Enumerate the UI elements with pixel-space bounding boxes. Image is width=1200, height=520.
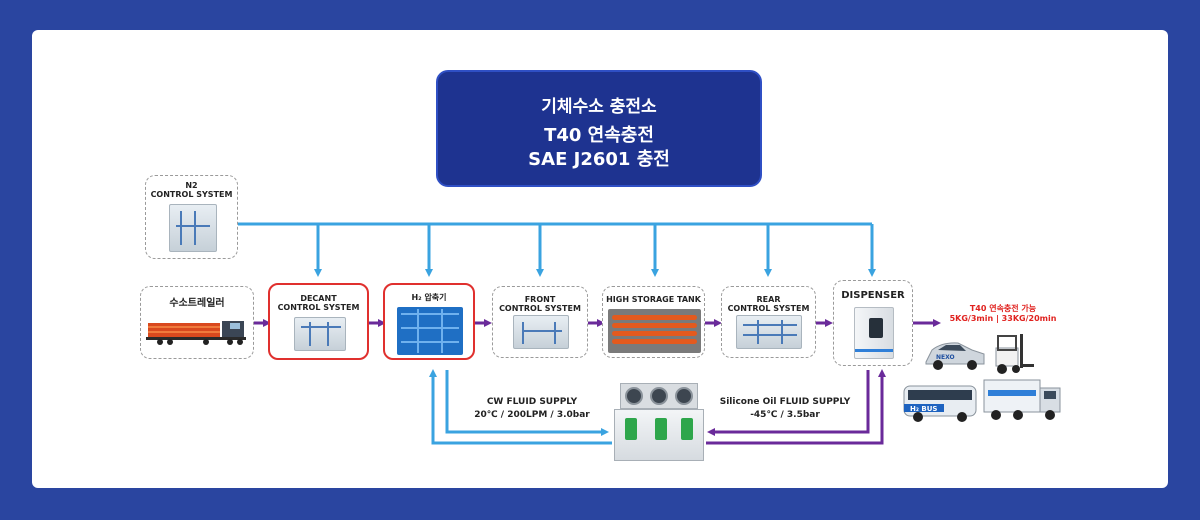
front-label: FRONT CONTROL SYSTEM	[499, 295, 581, 313]
station-title-box: 기체수소 충전소 T40 연속충전 SAE J2601 충전	[436, 70, 762, 187]
trailer-truck-image	[146, 321, 246, 345]
hydrogen-bus-image: H₂ BUS	[903, 385, 977, 422]
car-label: NEXO	[936, 354, 955, 361]
front-panel-image	[513, 315, 569, 349]
hydrogen-trailer-node: 수소트레일러	[140, 286, 254, 359]
title-lines-2-3: T40 연속충전 SAE J2601 충전	[438, 124, 760, 172]
hydrogen-truck-image	[983, 379, 1061, 420]
bus-label: H₂ BUS	[910, 405, 937, 413]
silicone-oil-loop	[706, 369, 886, 445]
capacity-line-1: T40 연속충전 가능	[969, 304, 1037, 313]
dispenser-image	[854, 307, 894, 359]
fuel-cell-car-image: NEXO	[925, 342, 985, 370]
trailer-label: 수소트레일러	[169, 298, 225, 309]
forklift-image	[995, 334, 1034, 374]
capacity-line-2: 5KG/3min | 33KG/20min	[949, 314, 1057, 323]
storage-tank-image	[608, 309, 701, 353]
decant-panel-image	[294, 317, 346, 351]
title-line-3: SAE J2601 충전	[528, 149, 670, 170]
title-line-1: 기체수소 충전소	[541, 97, 657, 117]
rear-control-system-node: REAR CONTROL SYSTEM	[721, 286, 816, 358]
charging-capacity-note: T40 연속충전 가능 5KG/3min | 33KG/20min	[942, 304, 1064, 324]
decant-control-system-node: DECANT CONTROL SYSTEM	[268, 283, 369, 360]
dispenser-node: DISPENSER	[833, 280, 913, 366]
rear-panel-image	[736, 315, 802, 349]
cw-fluid-supply-note: CW FLUID SUPPLY 20℃ / 200LPM / 3.0bar	[474, 397, 590, 420]
title-line-2: T40 연속충전	[544, 125, 654, 146]
storage-label: HIGH STORAGE TANK	[606, 295, 701, 304]
rear-label: REAR CONTROL SYSTEM	[727, 295, 810, 313]
chiller-unit-image	[614, 383, 704, 461]
h2-compressor-node: H₂ 압축기	[383, 283, 475, 360]
n2-panel-image	[169, 204, 217, 252]
compressor-image	[397, 307, 463, 355]
silicone-oil-supply-note: Silicone Oil FLUID SUPPLY -45℃ / 3.5bar	[719, 397, 851, 420]
high-storage-tank-node: HIGH STORAGE TANK	[602, 286, 705, 358]
front-control-system-node: FRONT CONTROL SYSTEM	[492, 286, 588, 358]
decant-label: DECANT CONTROL SYSTEM	[277, 294, 360, 312]
dispenser-label: DISPENSER	[841, 290, 905, 301]
n2-label: N2 CONTROL SYSTEM	[150, 181, 233, 199]
n2-supply-line	[238, 222, 876, 277]
n2-control-system-node: N2 CONTROL SYSTEM	[145, 175, 238, 259]
cw-fluid-loop	[429, 369, 612, 445]
compressor-label: H₂ 압축기	[411, 293, 447, 302]
